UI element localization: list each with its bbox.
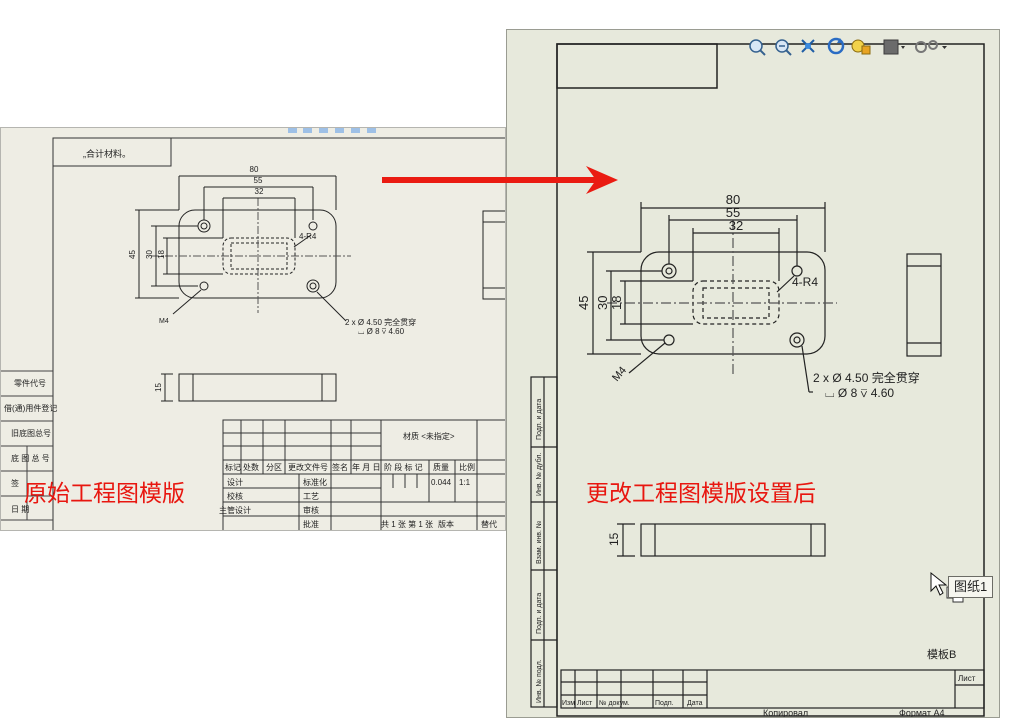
view-settings-icon[interactable] xyxy=(915,40,947,53)
zoom-area-icon[interactable] xyxy=(775,39,792,56)
transition-arrow-icon xyxy=(382,166,618,194)
tb-approval-process: 工艺 xyxy=(303,492,319,501)
right-hole-note-2: ⌴ Ø 8 ⊽ 4.60 xyxy=(825,386,894,400)
left-hole-note-2: ⌴ Ø 8 ⊽ 4.60 xyxy=(358,327,405,336)
tb-version: 版本 xyxy=(438,519,454,529)
right-dim-15: 15 xyxy=(607,532,621,546)
left-dim-80: 80 xyxy=(250,165,259,174)
left-toolbar-remnants xyxy=(288,128,376,133)
side-table-cell-0: 零件代号 xyxy=(14,378,46,388)
pan-icon[interactable] xyxy=(801,39,815,53)
right-side-view xyxy=(906,253,942,357)
tb-header-doc: 更改文件号 xyxy=(288,462,328,472)
display-style-icon[interactable] xyxy=(851,39,871,55)
top-left-box xyxy=(556,43,718,89)
tb-mass-value: 0.044 xyxy=(431,478,452,487)
tb-stage-marks: 阶 段 标 记 xyxy=(384,462,423,472)
left-dim-18: 18 xyxy=(157,250,166,259)
right-top-view xyxy=(587,202,837,393)
hide-show-icon[interactable] xyxy=(883,39,905,55)
left-hole-note-1: 2 x Ø 4.50 完全贯穿 xyxy=(345,317,416,327)
left-dim-45: 45 xyxy=(128,250,137,259)
right-dim-45: 45 xyxy=(576,296,591,310)
side-cell-2: Взам. инв. № xyxy=(536,521,543,564)
side-table-cell-4: 签 xyxy=(11,478,19,488)
copied-label: Копировал xyxy=(763,708,808,718)
left-dim-15: 15 xyxy=(154,383,163,392)
right-dim-32: 32 xyxy=(729,218,743,233)
tb-header-sign: 签名 xyxy=(332,462,348,472)
original-drawing-panel: „合计材料。 xyxy=(0,127,506,531)
left-dim-32: 32 xyxy=(255,187,264,196)
right-dim-18: 18 xyxy=(609,296,624,310)
slot-hidden xyxy=(222,237,296,275)
tb-stage-scale: 比例 xyxy=(459,462,475,472)
bottom-cell-4: Дата xyxy=(687,700,703,707)
template-name: 模板B xyxy=(927,647,956,661)
format-label: Формат А4 xyxy=(899,708,944,718)
bottom-cell-2: № докум. xyxy=(599,700,630,707)
original-drawing-canvas: „合计材料。 xyxy=(1,128,505,530)
right-dim-80: 80 xyxy=(726,192,740,207)
left-dim-55: 55 xyxy=(254,176,263,185)
tb-row-check: 校核 xyxy=(227,491,243,501)
left-side-view xyxy=(482,210,505,300)
tb-header-zone: 分区 xyxy=(266,463,282,472)
right-dim-55: 55 xyxy=(726,205,740,220)
tb-row-design: 设计 xyxy=(227,477,243,487)
tb-approval-std: 标准化 xyxy=(303,477,327,487)
zoom-to-fit-icon[interactable] xyxy=(749,39,766,56)
bottom-cell-0: Изм xyxy=(562,700,575,707)
right-dim-30: 30 xyxy=(595,296,610,310)
right-bottom-stamp xyxy=(560,669,985,709)
tb-sheet-info: 共 1 张 第 1 张 xyxy=(381,519,433,529)
right-side-stamps xyxy=(530,376,558,708)
side-cell-4: Инв. № подл. xyxy=(536,659,543,703)
side-table-cell-5: 日 期 xyxy=(11,505,29,514)
left-title-block xyxy=(222,419,505,530)
tb-stage-mass: 质量 xyxy=(433,462,449,472)
tb-header-mark: 标记 xyxy=(225,462,241,472)
tb-approval-review: 审核 xyxy=(303,505,319,515)
right-thread-label: M4 xyxy=(610,365,629,384)
top-left-title-text: „合计材料。 xyxy=(83,148,131,159)
right-bottom-view xyxy=(617,523,826,557)
view-toolbar xyxy=(744,36,974,58)
left-dim-30: 30 xyxy=(145,250,154,259)
sheet-label: Лист xyxy=(958,674,976,683)
left-top-view xyxy=(135,175,351,322)
tb-row-chief: 主管设计 xyxy=(219,505,251,515)
modified-drawing-panel: 80 55 32 45 30 18 4-R4 M4 2 x Ø 4.50 完全贯… xyxy=(506,29,1000,718)
side-table-cell-2: 旧底图总号 xyxy=(11,428,51,438)
left-bottom-view xyxy=(161,373,337,402)
tb-replace: 替代 xyxy=(481,519,497,529)
side-cell-3: Подп. и дата xyxy=(536,593,543,634)
side-cell-0: Подп. и дата xyxy=(536,399,543,440)
tb-approval-approve: 批准 xyxy=(303,519,319,529)
tb-header-count: 处数 xyxy=(243,462,259,472)
sheet-tooltip: 图纸1 xyxy=(948,576,994,598)
modified-template-label: 更改工程图模版设置后 xyxy=(586,481,816,507)
bottom-cell-3: Подп. xyxy=(655,700,674,707)
side-table-cell-1: 借(通)用件登记 xyxy=(4,403,57,413)
original-template-label: 原始工程图模版 xyxy=(24,481,185,507)
refresh-icon[interactable] xyxy=(827,37,845,55)
title-block-material: 材质 <未指定> xyxy=(403,431,455,441)
bottom-cell-1: Лист xyxy=(577,700,593,707)
tb-scale-value: 1:1 xyxy=(459,478,471,487)
left-thread-label: M4 xyxy=(159,318,169,325)
modified-drawing-canvas: 80 55 32 45 30 18 4-R4 M4 2 x Ø 4.50 完全贯… xyxy=(530,43,985,718)
left-radius-label: 4-R4 xyxy=(299,232,317,241)
side-table-cell-3: 底 图 总 号 xyxy=(11,453,50,463)
tb-header-date: 年 月 日 xyxy=(352,462,380,472)
side-cell-1: Инв. № дубл. xyxy=(535,453,543,496)
left-side-table xyxy=(1,370,53,521)
right-radius-label: 4-R4 xyxy=(792,275,818,289)
right-hole-note-1: 2 x Ø 4.50 完全贯穿 xyxy=(813,370,920,385)
